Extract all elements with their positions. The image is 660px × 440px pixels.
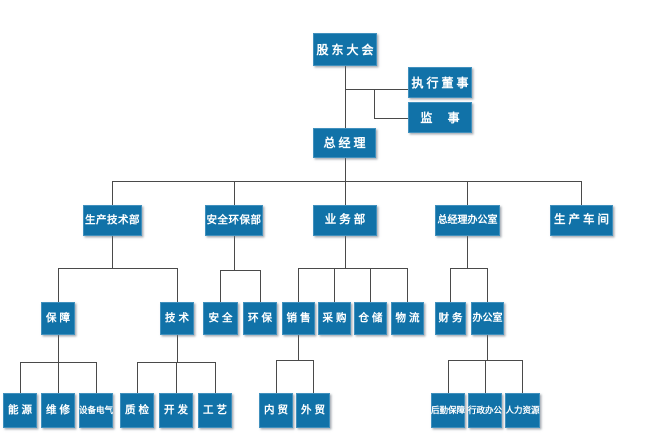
node-logistics: 物流: [391, 302, 424, 335]
node-safety: 安全: [203, 302, 238, 335]
node-shareholders-meeting: 股东大会: [313, 33, 377, 66]
connector-line: [345, 158, 346, 181]
connector-line: [96, 362, 97, 393]
connector-line: [467, 181, 468, 205]
connector-line: [220, 270, 221, 302]
connector-line: [58, 268, 177, 269]
connector-line: [58, 362, 59, 393]
connector-line: [298, 268, 408, 269]
connector-line: [370, 268, 371, 302]
connector-line: [20, 362, 21, 393]
connector-line: [334, 268, 335, 302]
connector-line: [215, 362, 216, 393]
connector-line: [374, 89, 375, 118]
connector-line: [276, 360, 277, 393]
node-energy: 能源: [3, 393, 37, 428]
node-production-workshop: 生产车间: [550, 205, 613, 236]
connector-line: [112, 236, 113, 268]
connector-line: [467, 236, 468, 268]
connector-line: [276, 360, 313, 361]
node-environment: 环保: [243, 302, 277, 335]
node-business-dept: 业务部: [313, 205, 377, 236]
connector-line: [220, 270, 260, 271]
node-technology: 技术: [160, 302, 194, 335]
connector-line: [374, 118, 408, 119]
connector-line: [345, 89, 408, 90]
connector-line: [485, 360, 486, 393]
node-logistics-support: 后勤保障: [431, 393, 465, 428]
connector-line: [58, 335, 59, 362]
node-equipment-electrical: 设备电气: [79, 393, 113, 428]
node-finance: 财务: [435, 302, 466, 335]
connector-line: [112, 181, 113, 205]
connector-line: [58, 268, 59, 302]
node-admin-office: 行政办公: [468, 393, 502, 428]
connector-line: [487, 268, 488, 302]
node-gm-office: 总经理办公室: [435, 205, 500, 236]
node-domestic-trade: 内贸: [259, 393, 293, 428]
connector-line: [234, 236, 235, 270]
node-process: 工艺: [198, 393, 232, 428]
connector-line: [137, 362, 138, 393]
connector-line: [177, 335, 178, 362]
node-quality-inspection: 质检: [120, 393, 154, 428]
node-human-resources: 人力资源: [505, 393, 540, 428]
connector-line: [298, 335, 299, 360]
node-purchasing: 采购: [318, 302, 351, 335]
connector-line: [345, 181, 346, 205]
node-development: 开发: [159, 393, 193, 428]
node-maintenance: 维修: [41, 393, 75, 428]
connector-line: [176, 362, 177, 393]
node-executive-director: 执行董事: [408, 67, 472, 98]
node-support: 保障: [41, 302, 75, 335]
connector-line: [487, 335, 488, 360]
connector-line: [298, 268, 299, 302]
connector-line: [450, 268, 488, 269]
connector-line: [581, 181, 582, 205]
connector-line: [112, 181, 582, 182]
connector-line: [522, 360, 523, 393]
node-foreign-trade: 外贸: [296, 393, 330, 428]
connector-line: [177, 268, 178, 302]
connector-line: [407, 268, 408, 302]
node-safety-env-dept: 安全环保部: [205, 205, 263, 236]
connector-line: [345, 236, 346, 268]
connector-line: [345, 66, 346, 128]
connector-line: [234, 181, 235, 205]
connector-line: [260, 270, 261, 302]
node-office: 办公室: [471, 302, 504, 335]
node-supervisor: 监 事: [408, 102, 472, 133]
connector-line: [448, 360, 449, 393]
connector-line: [450, 268, 451, 302]
node-warehousing: 仓储: [354, 302, 387, 335]
node-sales: 销售: [282, 302, 315, 335]
node-general-manager: 总经理: [313, 128, 376, 158]
connector-line: [313, 360, 314, 393]
node-production-tech-dept: 生产技术部: [83, 205, 142, 236]
